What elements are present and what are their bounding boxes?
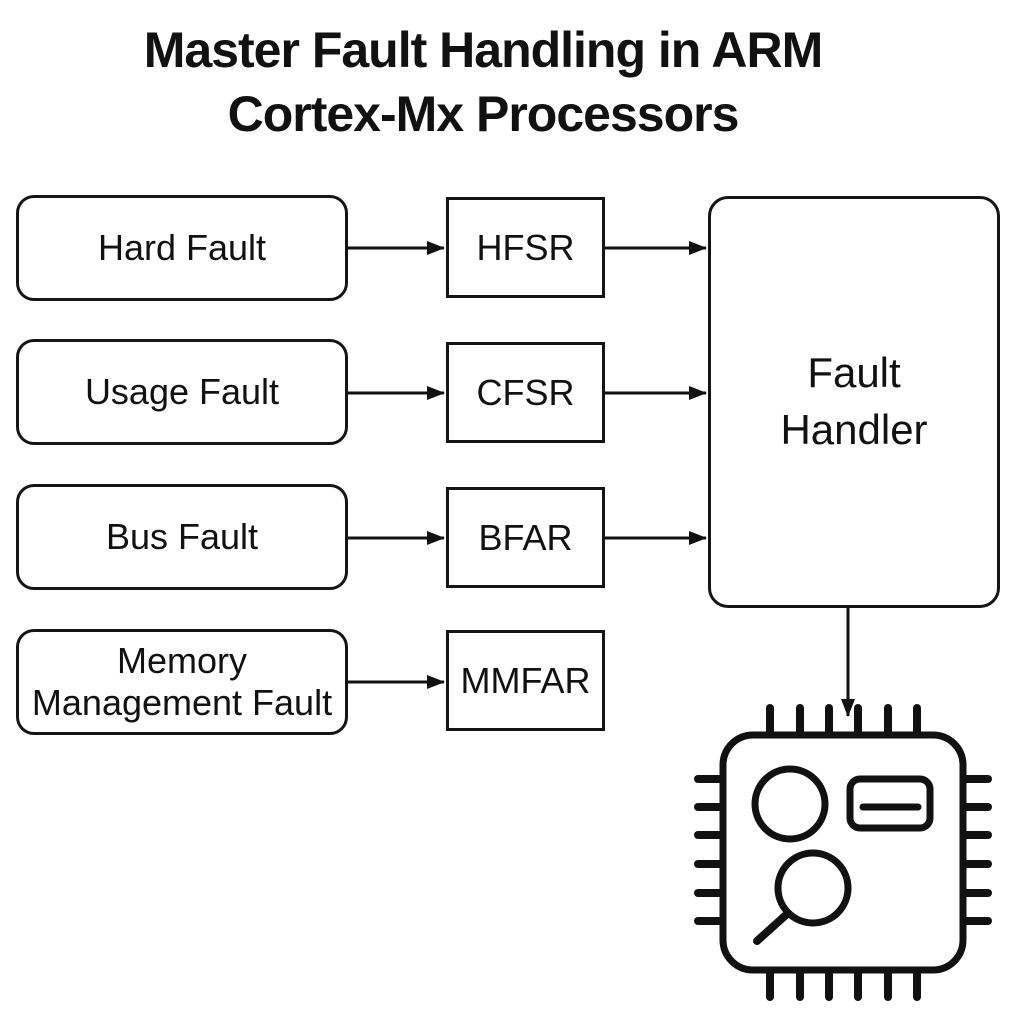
mmfar-box: MMFAR [446, 630, 605, 731]
chip-icon [694, 704, 992, 1001]
circle-icon [751, 765, 829, 843]
chip-body [719, 731, 967, 974]
page-title-line1: Master Fault Handling in ARM [143, 22, 824, 78]
memory-management-fault-label-line1: Memory [116, 639, 247, 681]
magnifier-handle-icon [753, 910, 791, 945]
page-title-line2: Cortex-Mx Processors [227, 86, 740, 142]
mmfar-label: MMFAR [460, 659, 591, 701]
chip-pins [694, 704, 992, 1001]
usage-fault-box: Usage Fault [16, 339, 348, 445]
usage-fault-label: Usage Fault [84, 370, 280, 412]
fault-handler-label-line2: Handler [780, 406, 928, 453]
cfsr-box: CFSR [446, 342, 605, 443]
bus-fault-label: Bus Fault [105, 515, 259, 557]
cfsr-label: CFSR [476, 371, 575, 413]
magnifier-icon [774, 849, 852, 927]
page-title: Master Fault Handling in ARM Cortex-Mx P… [0, 18, 966, 146]
fault-handler-label-line1: Fault [807, 349, 901, 397]
bfar-label: BFAR [478, 516, 573, 558]
display-icon [846, 775, 934, 832]
hard-fault-label: Hard Fault [97, 226, 267, 268]
fault-handler-box: Fault Handler [708, 196, 1000, 608]
bus-fault-box: Bus Fault [16, 484, 348, 590]
memory-management-fault-box: Memory Management Fault [16, 629, 348, 735]
hfsr-label: HFSR [476, 226, 575, 268]
memory-management-fault-label-line2: Management Fault [31, 682, 333, 723]
hard-fault-box: Hard Fault [16, 195, 348, 301]
hfsr-box: HFSR [446, 197, 605, 298]
bfar-box: BFAR [446, 487, 605, 588]
